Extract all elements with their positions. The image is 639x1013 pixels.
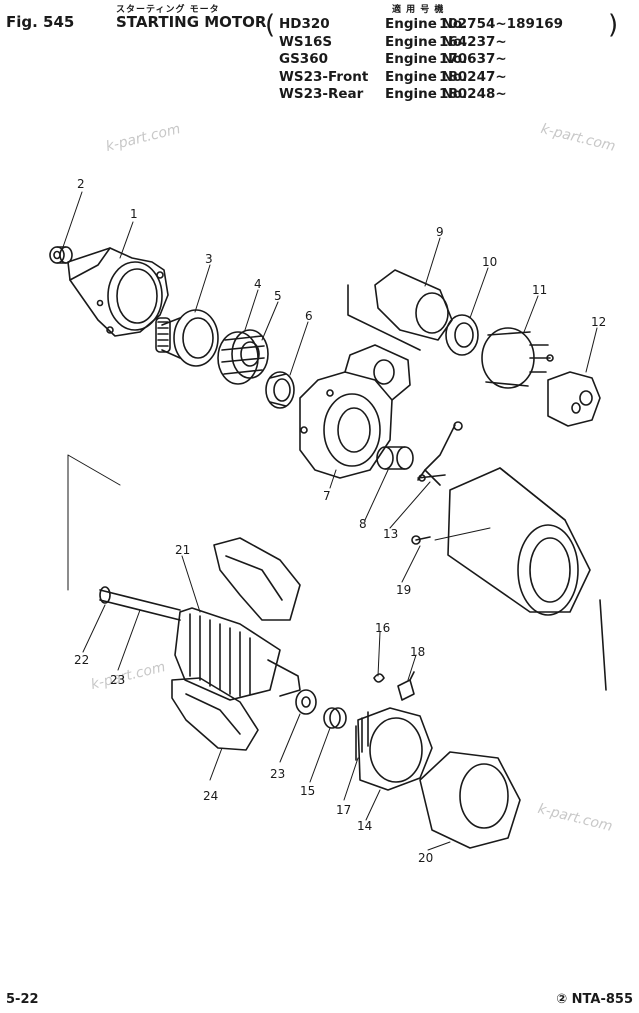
callout-15: 15 bbox=[300, 784, 315, 798]
figure-title: STARTING MOTOR bbox=[116, 13, 267, 31]
shift-lever-part-13 bbox=[417, 421, 463, 486]
thrust-washer-part-23 bbox=[295, 689, 317, 715]
callout-22: 22 bbox=[74, 653, 89, 667]
engine-model: WS23-Front bbox=[279, 68, 369, 85]
engine-model: WS23-Rear bbox=[279, 86, 364, 102]
callout-21: 21 bbox=[175, 543, 190, 557]
brush-spring-part-16 bbox=[373, 673, 385, 683]
callout-18: 18 bbox=[410, 645, 425, 659]
engine-range: 180248~ bbox=[439, 86, 507, 102]
callout-4: 4 bbox=[254, 277, 262, 291]
solenoid-cover-part-12 bbox=[547, 371, 601, 427]
engine-range: 170637~ bbox=[439, 51, 507, 67]
callout-8: 8 bbox=[359, 517, 367, 531]
clutch-assembly-part-4-5 bbox=[217, 329, 269, 385]
callout-20: 20 bbox=[418, 851, 433, 865]
end-cap-part-20 bbox=[419, 751, 521, 849]
callout-12: 12 bbox=[591, 315, 606, 329]
armature bbox=[99, 586, 301, 701]
callout-2: 2 bbox=[77, 177, 85, 191]
engine-model: GS360 bbox=[279, 51, 328, 67]
bushing-part-2 bbox=[49, 246, 73, 264]
callout-17: 17 bbox=[336, 803, 351, 817]
callout-11: 11 bbox=[532, 283, 547, 297]
bracket-left: ( bbox=[265, 10, 276, 40]
solenoid-switch-part-11 bbox=[481, 327, 554, 389]
callout-23-upper: 23 bbox=[110, 673, 125, 687]
ring-part-10 bbox=[445, 314, 479, 356]
collar-part-6 bbox=[265, 371, 295, 409]
solenoid-housing-part-9 bbox=[347, 269, 453, 351]
applicable-units-japanese: 適 用 号 機 bbox=[392, 5, 445, 15]
callout-19: 19 bbox=[396, 583, 411, 597]
field-coil-part-21 bbox=[213, 537, 301, 621]
engine-model: WS16S bbox=[279, 33, 333, 50]
callout-3: 3 bbox=[205, 252, 213, 266]
callout-14: 14 bbox=[357, 819, 372, 833]
page-number: 5-22 bbox=[6, 992, 39, 1007]
callout-24: 24 bbox=[203, 789, 218, 803]
callout-7: 7 bbox=[323, 489, 331, 503]
document-code: ② NTA-855 bbox=[556, 992, 633, 1007]
commutator-end-part-14 bbox=[355, 707, 433, 791]
engine-range: 102754~189169 bbox=[439, 16, 564, 32]
engine-range: 180247~ bbox=[439, 68, 507, 85]
figure-title-japanese: スターティング モータ bbox=[116, 5, 220, 15]
drive-housing-part-7 bbox=[299, 344, 411, 479]
callout-13: 13 bbox=[383, 527, 398, 541]
brush-part-18 bbox=[397, 671, 415, 701]
engine-range: 164237~ bbox=[439, 33, 507, 50]
bushing-part-15 bbox=[323, 707, 347, 729]
field-coil-part-24 bbox=[171, 677, 259, 751]
nose-housing-part-1 bbox=[67, 247, 169, 337]
callout-5: 5 bbox=[274, 289, 282, 303]
callout-10: 10 bbox=[482, 255, 497, 269]
yoke-frame bbox=[447, 467, 607, 691]
engine-model: HD320 bbox=[279, 16, 330, 32]
callout-9: 9 bbox=[436, 225, 444, 239]
leader-lines bbox=[61, 191, 598, 851]
callout-1: 1 bbox=[130, 207, 138, 221]
callout-16: 16 bbox=[375, 621, 390, 635]
bracket-right: ) bbox=[608, 10, 619, 40]
part-callouts: 1 2 3 4 5 6 7 8 9 10 11 12 13 14 15 16 1… bbox=[74, 177, 606, 865]
screw-part-19 bbox=[411, 535, 431, 545]
figure-number: Fig. 545 bbox=[6, 13, 75, 31]
bushing-part-8 bbox=[376, 446, 414, 470]
callout-23-lower: 23 bbox=[270, 767, 285, 781]
callout-6: 6 bbox=[305, 309, 313, 323]
drive-pinion-part-3 bbox=[155, 309, 219, 367]
